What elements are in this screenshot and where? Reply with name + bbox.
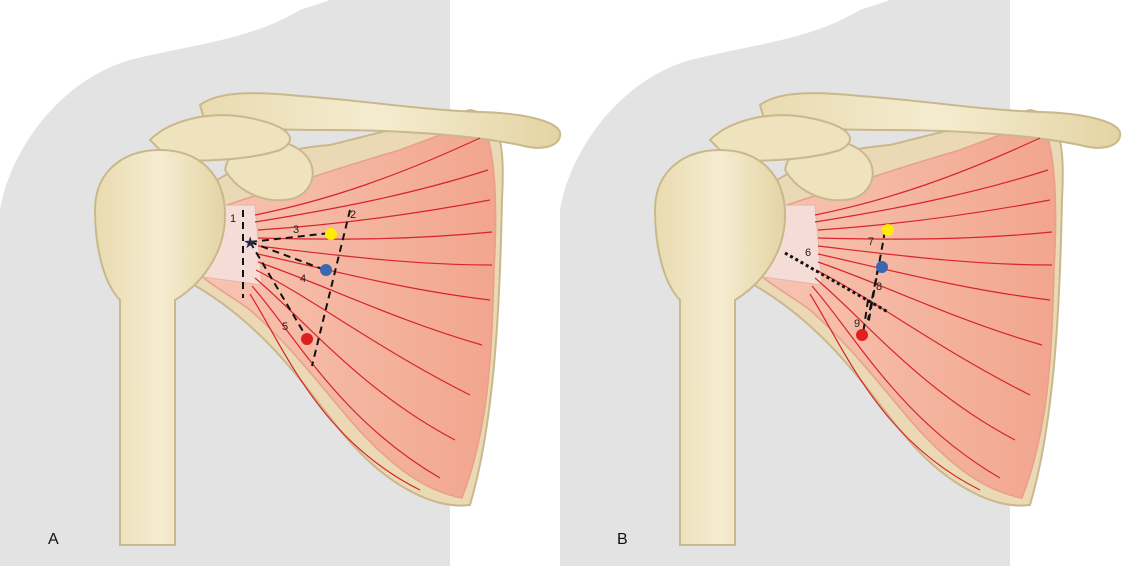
red-point [301, 333, 313, 345]
label-8: 8 [876, 281, 882, 293]
star-landmark: ★ [243, 233, 257, 252]
panel-b: 6 7 8 9 B [560, 0, 1120, 566]
label-7: 7 [868, 236, 874, 248]
label-3: 3 [293, 224, 299, 236]
label-2: 2 [350, 209, 356, 221]
panel-label-a: A [48, 531, 59, 548]
label-5: 5 [282, 321, 288, 333]
label-1: 1 [230, 213, 236, 225]
label-4: 4 [300, 273, 306, 285]
yellow-point [882, 224, 894, 236]
yellow-point [325, 228, 337, 240]
blue-point [320, 264, 332, 276]
panel-a: 1 2 3 4 5 ★ A [0, 0, 560, 566]
label-9: 9 [854, 318, 860, 330]
blue-point [876, 261, 888, 273]
red-point [856, 329, 868, 341]
panel-label-b: B [617, 531, 628, 548]
label-6: 6 [805, 247, 811, 259]
